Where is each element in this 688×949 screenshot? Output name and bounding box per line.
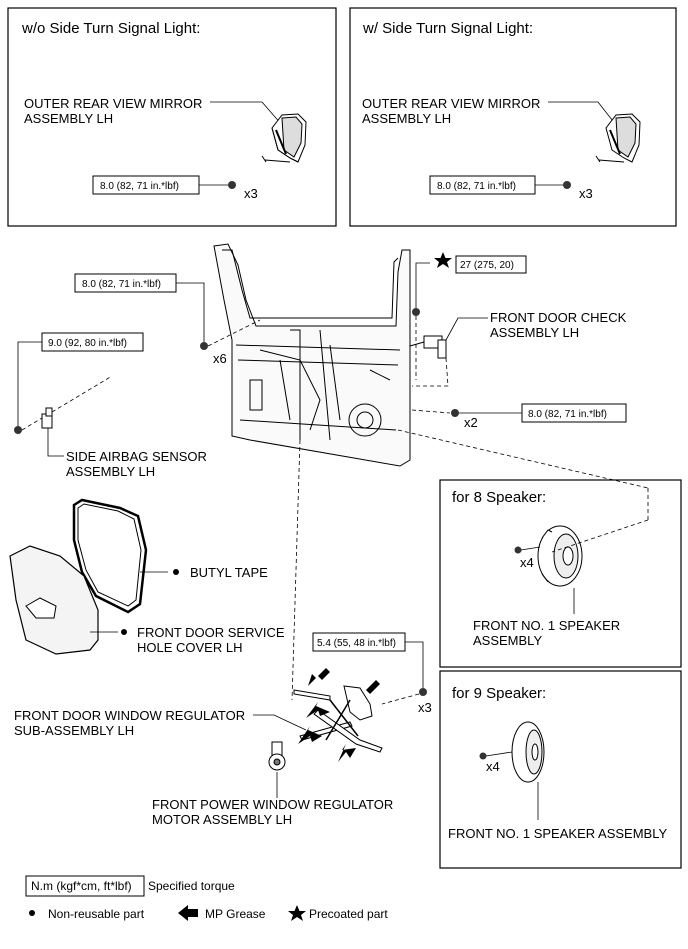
regulator-motor-illustration	[268, 741, 286, 771]
bolt-icon	[200, 342, 208, 350]
speaker-label-line2: ASSEMBLY	[473, 633, 542, 648]
panel-with-signal: w/ Side Turn Signal Light: OUTER REAR VI…	[349, 7, 677, 227]
airbag-label-line2: ASSEMBLY LH	[66, 464, 155, 479]
nut-icon	[563, 181, 571, 189]
motor-label-line1: FRONT POWER WINDOW REGULATOR	[152, 797, 393, 812]
torque-regulator: 5.4 (55, 48 in.*lbf)	[317, 638, 396, 649]
bolt-icon	[514, 546, 522, 554]
quantity: x3	[579, 186, 593, 201]
legend-precoated: Precoated part	[309, 907, 388, 921]
grease-arrow-icon	[178, 905, 198, 921]
window-regulator-illustration	[293, 685, 383, 753]
panel-title: for 8 Speaker:	[452, 489, 546, 506]
hole-cover-illustration	[9, 545, 99, 655]
precoated-star-icon	[434, 252, 452, 268]
qty-hinge: x6	[213, 351, 227, 366]
motor-label-line2: MOTOR ASSEMBLY LH	[152, 812, 292, 827]
torque-airbag: 9.0 (92, 80 in.*lbf)	[48, 338, 127, 349]
speaker-label-line1: FRONT NO. 1 SPEAKER ASSEMBLY	[448, 826, 667, 841]
legend-torque-text: Specified torque	[148, 879, 235, 893]
speaker-label-line1: FRONT NO. 1 SPEAKER	[473, 618, 620, 633]
mirror-illustration	[595, 113, 641, 163]
torque-check-bolt: 8.0 (82, 71 in.*lbf)	[528, 409, 607, 420]
mirror-illustration	[261, 113, 307, 163]
legend: N.m (kgf*cm, ft*lbf) Specified torque No…	[25, 875, 388, 921]
check-label-line1: FRONT DOOR CHECK	[490, 310, 627, 325]
butyl-label: BUTYL TAPE	[190, 565, 268, 580]
bolt-icon	[451, 409, 459, 417]
bolt-icon	[412, 308, 420, 316]
mirror-label-line1: OUTER REAR VIEW MIRROR	[362, 96, 540, 111]
quantity: x3	[244, 186, 258, 201]
torque-hinge: 8.0 (82, 71 in.*lbf)	[82, 279, 161, 290]
legend-grease: MP Grease	[205, 907, 266, 921]
torque-check: 27 (275, 20)	[460, 260, 514, 271]
precoated-star-icon	[288, 905, 306, 921]
regulator-label-line1: FRONT DOOR WINDOW REGULATOR	[14, 708, 245, 723]
mp-grease-arrows	[298, 668, 380, 762]
airbag-sensor-illustration	[41, 407, 53, 429]
bolt-icon	[479, 752, 487, 760]
nut-icon	[228, 181, 236, 189]
quantity: x4	[486, 759, 500, 774]
nonreusable-dot-icon	[121, 629, 127, 635]
regulator-label-line2: SUB-ASSEMBLY LH	[14, 723, 134, 738]
panel-title: w/o Side Turn Signal Light:	[21, 20, 200, 37]
speaker-illustration	[511, 721, 545, 783]
bolt-icon	[419, 688, 427, 696]
legend-torque-units: N.m (kgf*cm, ft*lbf)	[31, 879, 132, 893]
torque-value: 8.0 (82, 71 in.*lbf)	[100, 181, 179, 192]
mirror-label-line2: ASSEMBLY LH	[362, 111, 451, 126]
torque-value: 8.0 (82, 71 in.*lbf)	[437, 181, 516, 192]
cover-label-line1: FRONT DOOR SERVICE	[137, 625, 285, 640]
panel-title: for 9 Speaker:	[452, 685, 546, 702]
panel-8-speaker: for 8 Speaker: x4 FRONT NO. 1 SPEAKER AS…	[439, 479, 682, 668]
qty-regulator: x3	[418, 700, 432, 715]
panel-without-signal: w/o Side Turn Signal Light: OUTER REAR V…	[7, 7, 337, 227]
qty-check-bolt: x2	[464, 415, 478, 430]
panel-title: w/ Side Turn Signal Light:	[362, 20, 533, 37]
panel-9-speaker: for 9 Speaker: x4 FRONT NO. 1 SPEAKER AS…	[439, 670, 682, 869]
mirror-label-line1: OUTER REAR VIEW MIRROR	[24, 96, 202, 111]
front-door-illustration	[213, 243, 411, 467]
door-check-illustration	[409, 335, 447, 359]
speaker-illustration	[537, 525, 583, 587]
mirror-label-line2: ASSEMBLY LH	[24, 111, 113, 126]
airbag-label-line1: SIDE AIRBAG SENSOR	[66, 449, 207, 464]
quantity: x4	[520, 555, 534, 570]
butyl-tape-illustration	[72, 498, 148, 614]
nonreusable-dot-icon	[173, 569, 179, 575]
legend-nonreusable: Non-reusable part	[48, 907, 145, 921]
nonreusable-dot-icon	[29, 910, 35, 916]
bolt-icon	[14, 426, 22, 434]
check-label-line2: ASSEMBLY LH	[490, 325, 579, 340]
cover-label-line2: HOLE COVER LH	[137, 640, 242, 655]
